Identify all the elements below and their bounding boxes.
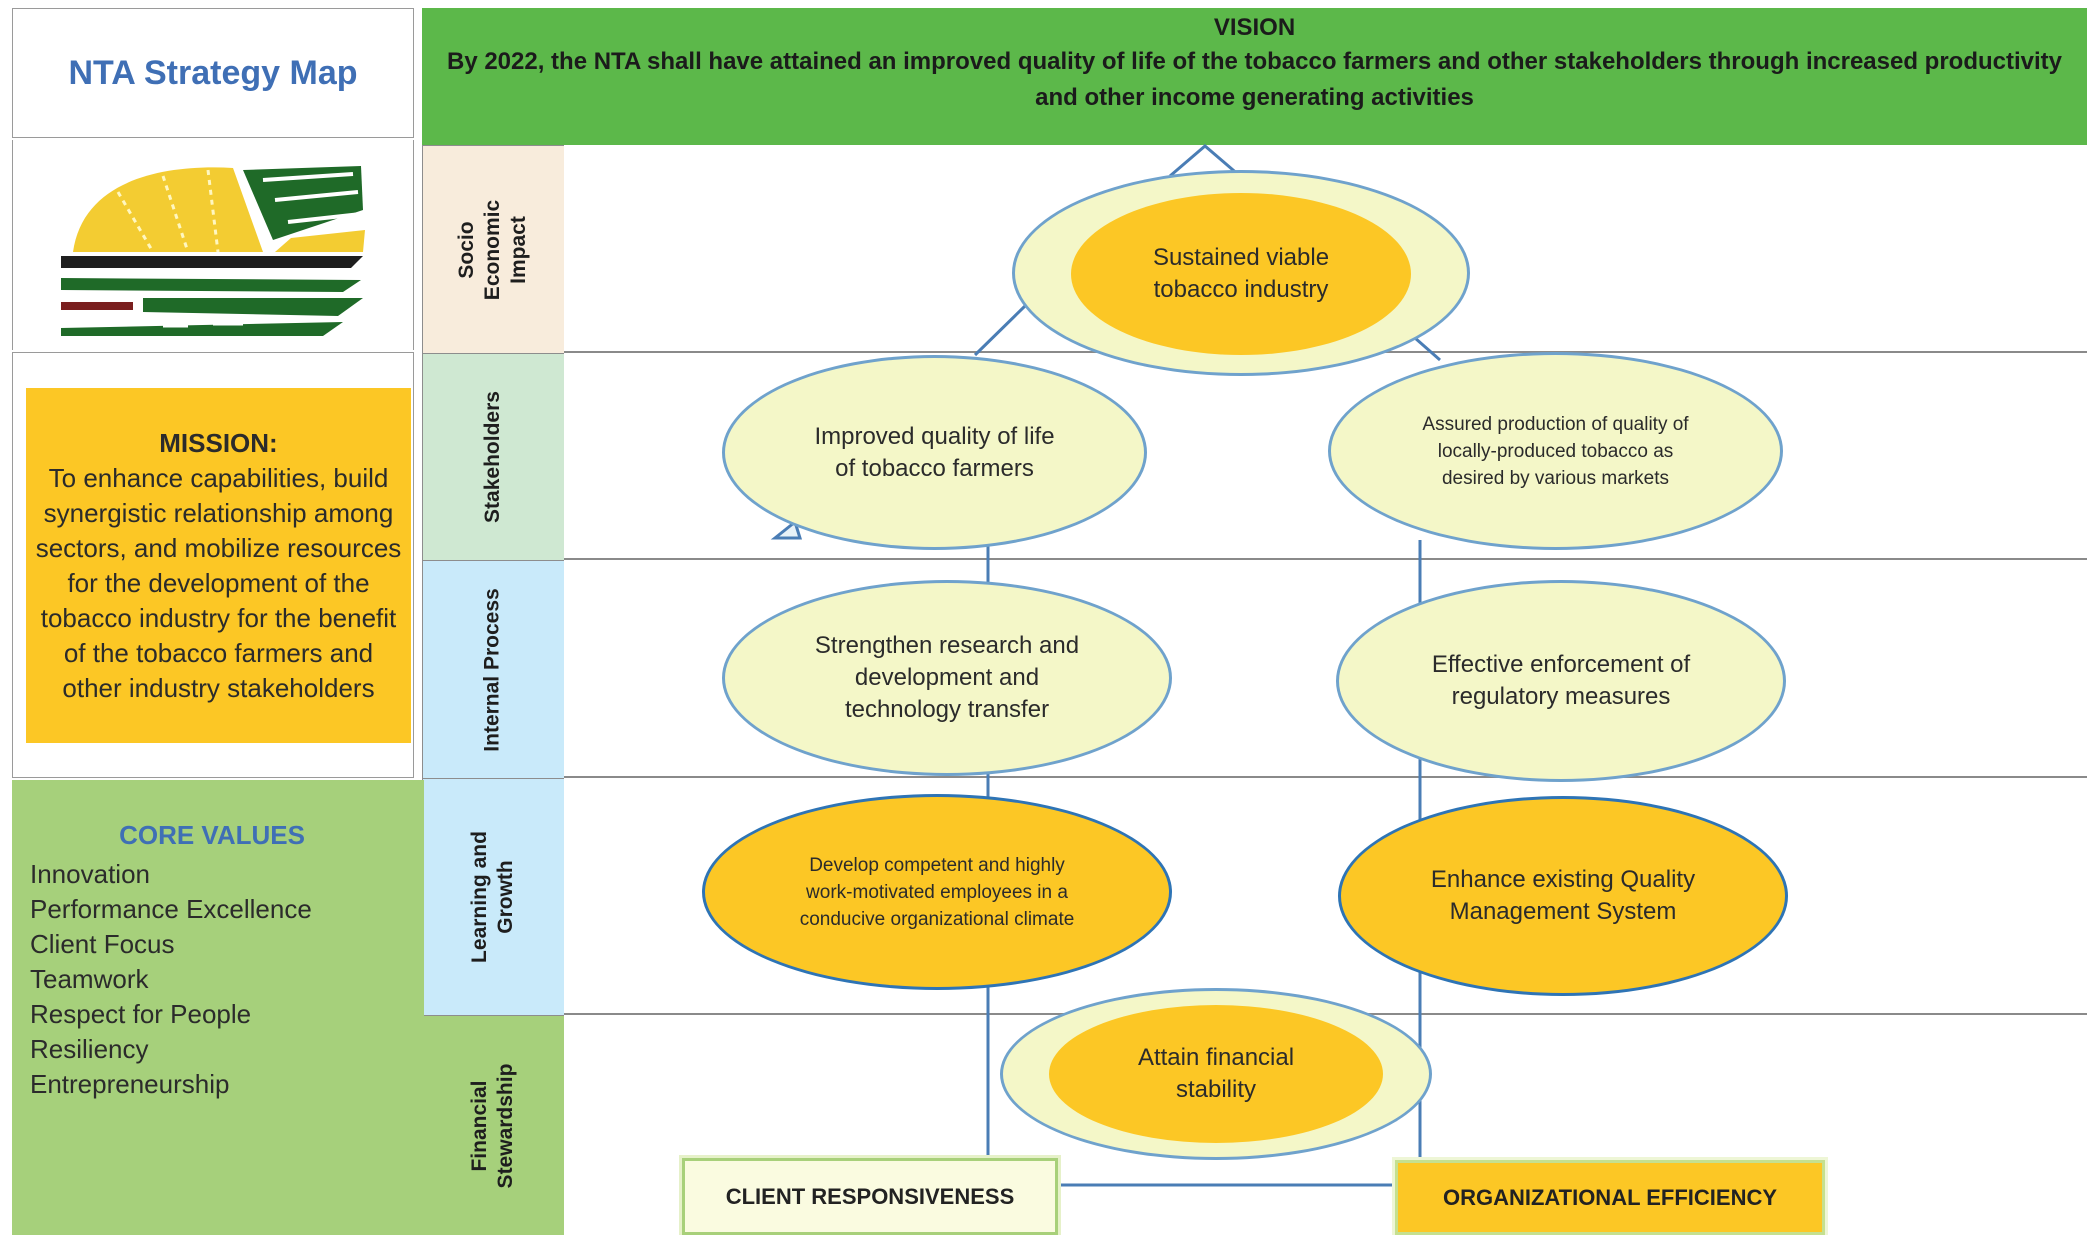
nta-logo: [61, 166, 365, 336]
core-value-item: Performance Excellence: [30, 894, 312, 924]
perspective-socio: Socio Economic Impact: [422, 145, 564, 353]
objective-research: Strengthen research and development and …: [722, 580, 1172, 776]
objective-enforcement: Effective enforcement of regulatory meas…: [1336, 580, 1786, 782]
objective-sustained-core: Sustained viable tobacco industry: [1071, 193, 1411, 355]
band-line: [564, 776, 2087, 778]
objective-quality-life: Improved quality of life of tobacco farm…: [722, 355, 1147, 550]
perspective-divider: [422, 145, 423, 1235]
theme-client-label: CLIENT RESPONSIVENESS: [725, 1183, 1015, 1209]
logo-box: [12, 140, 414, 350]
core-value-item: Entrepreneurship: [30, 1069, 230, 1099]
core-value-item: Resiliency: [30, 1034, 149, 1064]
theme-efficiency-label: ORGANIZATIONAL EFFICIENCY: [1442, 1184, 1778, 1210]
perspective-stakeholders: Stakeholders: [422, 353, 564, 560]
objective-employees-label: Develop competent and highly work-motiva…: [799, 854, 1075, 930]
theme-organizational-efficiency: ORGANIZATIONAL EFFICIENCY: [1395, 1160, 1825, 1235]
objective-financial-core: Attain financial stability: [1049, 1005, 1383, 1143]
objective-employees: Develop competent and highly work-motiva…: [702, 794, 1172, 990]
band-line: [564, 558, 2087, 560]
perspective-internal: Internal Process: [422, 560, 564, 778]
perspective-financial: Financial Stewardship: [422, 1015, 564, 1235]
arrow-left-stakeholder: [770, 519, 803, 540]
connector-left-diagonal: [973, 304, 1027, 357]
page-title: NTA Strategy Map: [68, 53, 358, 92]
connector-right-diagonal: [1414, 336, 1441, 362]
objective-qms: Enhance existing Quality Management Syst…: [1338, 796, 1788, 996]
arrow-to-vision: [1169, 144, 1241, 178]
objective-assured-production-label: Assured production of quality of locally…: [1422, 413, 1689, 489]
mission-box: MISSION: To enhance capabilities, build …: [26, 388, 411, 743]
objective-research-label: Strengthen research and development and …: [814, 632, 1080, 723]
objective-financial: Attain financial stability: [1000, 988, 1432, 1160]
core-value-item: Client Focus: [30, 929, 175, 959]
title-box: NTA Strategy Map: [12, 8, 414, 138]
objective-enforcement-label: Effective enforcement of regulatory meas…: [1431, 651, 1691, 710]
mission-text: To enhance capabilities, build synergist…: [35, 463, 402, 703]
objective-sustained-label: Sustained viable tobacco industry: [1152, 244, 1330, 303]
mission-heading: MISSION:: [159, 428, 278, 458]
objective-sustained: Sustained viable tobacco industry: [1012, 170, 1470, 376]
theme-client-responsiveness: CLIENT RESPONSIVENESS: [682, 1158, 1058, 1235]
core-values-box: CORE VALUES Innovation Performance Excel…: [12, 780, 424, 1235]
core-values-heading: CORE VALUES: [119, 820, 305, 850]
objective-financial-label: Attain financial stability: [1137, 1044, 1295, 1103]
core-value-item: Teamwork: [30, 964, 149, 994]
objective-quality-life-label: Improved quality of life of tobacco farm…: [814, 422, 1055, 482]
vision-text: By 2022, the NTA shall have attained an …: [446, 48, 2063, 111]
vision-banner: VISION By 2022, the NTA shall have attai…: [422, 8, 2087, 145]
objective-qms-label: Enhance existing Quality Management Syst…: [1430, 866, 1696, 925]
vision-heading: VISION: [1213, 14, 1296, 41]
core-value-item: Innovation: [30, 859, 150, 889]
core-value-item: Respect for People: [30, 999, 252, 1029]
objective-assured-production: Assured production of quality of locally…: [1328, 352, 1783, 550]
perspective-learning: Learning and Growth: [422, 778, 564, 1015]
